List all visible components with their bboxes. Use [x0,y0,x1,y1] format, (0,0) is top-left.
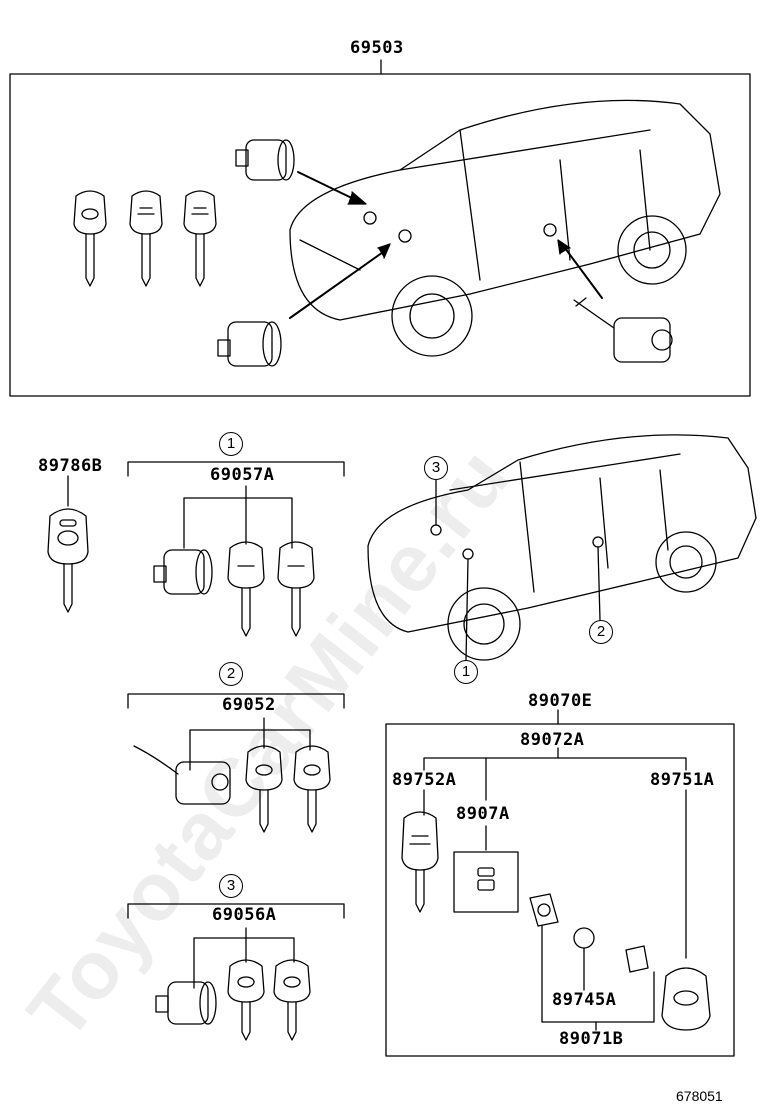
transmitter-case-drawing [661,967,711,1031]
middle-vehicle [367,434,757,661]
label-key-b: 89751A [650,770,715,790]
label-set-1: 69057A [210,465,275,485]
set2-key-b [293,745,331,833]
label-set-3: 69056A [212,905,277,925]
top-vehicle [289,99,721,357]
label-set-2: 69052 [222,695,276,715]
part-8907a-box [453,851,519,913]
set1-key-a [227,541,265,637]
transmitter-frame [385,723,735,1057]
label-case: 89071B [559,1029,624,1049]
top-cylinder-upper [235,139,295,181]
set1-key-b [277,541,315,637]
label-key-plate: 89786B [38,456,103,476]
set3-cylinder [155,981,217,1025]
label-transmitter-housing: 89072A [520,730,585,750]
battery-drawing [573,927,595,949]
callout-2-header: 2 [219,662,243,686]
callout-1-car: 1 [454,660,478,684]
callout-2-car: 2 [589,620,613,644]
callout-3-car: 3 [424,456,448,480]
set2-key-a [245,745,283,833]
top-key-2 [129,190,163,287]
top-key-3 [183,190,217,287]
main-set-frame [9,73,751,397]
figure-reference: 678051 [676,1088,723,1104]
callout-3-header: 3 [219,874,243,898]
label-transmitter-assy: 89070E [528,691,593,711]
top-door-cylinder [573,297,673,363]
set1-cylinder [153,549,213,595]
set3-key-b [273,959,311,1041]
label-key-a: 89752A [392,770,457,790]
set3-key-a [227,959,265,1041]
callout-1-header: 1 [219,432,243,456]
key-plate-drawing [47,508,89,613]
transmitter-module [529,893,559,927]
set2-door-cylinder [133,745,231,805]
transmitter-key-drawing [401,811,439,913]
label-main-set: 69503 [350,38,404,58]
top-cylinder-lower [217,321,282,367]
top-key-1 [73,190,107,287]
case-cover-drawing [625,945,649,973]
label-battery: 89745A [552,990,617,1010]
label-8907a: 8907A [456,804,510,824]
